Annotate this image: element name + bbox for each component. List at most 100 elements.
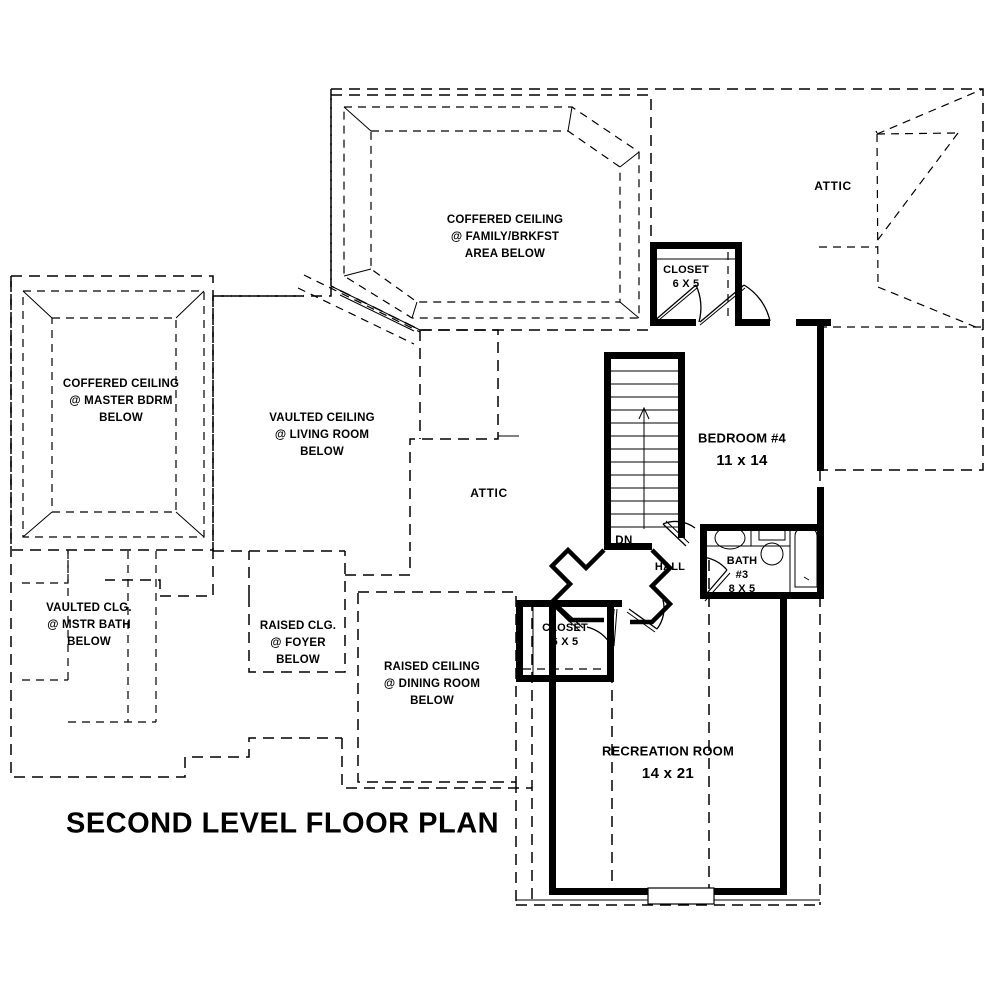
door-hall-left-leaf2 — [552, 605, 581, 632]
closet-dimensions-upper: 6 X 5 — [673, 278, 700, 290]
ceiling-note-raised-dining-line1: RAISED CEILING — [384, 661, 480, 673]
door-closet-upper-leaf-right — [699, 284, 745, 323]
rec-room-window — [647, 887, 715, 905]
ceiling-note-raised-dining-line2: @ DINING ROOM — [384, 678, 480, 690]
coffered-family-corner-diag-r1 — [619, 151, 640, 168]
ceiling-note-coffered-master-line2: @ MASTER BDRM — [69, 395, 172, 407]
door-closet-upper-leaf-left — [652, 284, 697, 323]
coffered-family-outer — [330, 94, 652, 331]
wall-stair-bottom — [604, 543, 652, 550]
ceiling-note-vaulted-living-line3: BELOW — [300, 446, 344, 458]
staircase: DN — [611, 357, 678, 547]
wall-closet-upper-top — [650, 242, 742, 249]
room-label-bedroom-4: BEDROOM #4 — [698, 430, 787, 445]
ceiling-note-coffered-family-line1: COFFERED CEILING — [447, 214, 563, 226]
bathtub-icon — [794, 527, 818, 588]
ceiling-note-vaulted-mstrbath-line3: BELOW — [67, 636, 111, 648]
attic-hip-diag-upper — [876, 88, 984, 135]
coffered-family-inner — [343, 106, 640, 319]
ceiling-note-raised-foyer-line2: @ FOYER — [270, 637, 326, 649]
wall-bath-left — [700, 524, 707, 599]
ceiling-note-vaulted-living-line1: VAULTED CEILING — [269, 412, 374, 424]
bath-label-line2: #3 — [736, 569, 749, 581]
bath-label-line1: BATH — [727, 555, 758, 567]
attic-ridge-diag — [876, 132, 959, 135]
ceiling-note-coffered-master-line1: COFFERED CEILING — [63, 378, 179, 390]
ceiling-note-raised-dining-line3: BELOW — [410, 695, 454, 707]
dining-outer-step2 — [345, 551, 411, 576]
ceiling-note-coffered-family-line2: @ FAMILY/BRKFST — [451, 231, 559, 243]
door-closet-upper-arc-left — [695, 284, 702, 323]
closet-label-upper: CLOSET — [663, 264, 709, 276]
structural-walls — [516, 242, 831, 905]
wall-closet-lower-left — [516, 600, 523, 682]
vanity-counter-icon — [758, 529, 786, 541]
wall-stair-left — [604, 352, 611, 550]
door-bedroom-leaf2 — [665, 520, 690, 544]
door-bath-arc — [701, 556, 728, 571]
door-rec-leaf — [628, 608, 658, 630]
door-closet-upper-leaf-right2 — [699, 287, 746, 326]
wall-stair-right — [678, 352, 685, 538]
wall-bedroom-right-lower — [817, 487, 824, 529]
dining-outer-step — [341, 738, 532, 789]
door-bedroom-leaf — [662, 523, 687, 547]
wall-rec-right — [780, 599, 787, 895]
door-swings — [552, 284, 771, 647]
coffered-family-corner-diag-l — [343, 268, 372, 277]
ceiling-note-raised-foyer-line1: RAISED CLG. — [260, 620, 336, 632]
attic-label-center: ATTIC — [470, 486, 507, 500]
attic-hip-diag-lower — [877, 286, 984, 331]
wall-right-stub — [817, 319, 831, 326]
wall-hall-outline — [548, 546, 606, 623]
bay-diagonal-inner — [339, 294, 415, 332]
closet-dimensions-lower: 6 X 5 — [552, 636, 579, 648]
attic-hip-line-right — [876, 133, 879, 288]
wall-bath-right — [817, 524, 824, 599]
door-closet-lower-leaf — [610, 608, 615, 646]
door-closet-upper-leaf-left2 — [652, 287, 698, 326]
plan-text-labels: COFFERED CEILING @ FAMILY/BRKFST AREA BE… — [46, 179, 851, 782]
coffered-family-corner-diag-tr — [567, 106, 573, 132]
coffered-family-corner-diag-tl — [343, 106, 372, 132]
wall-bedroom-right-upper — [817, 319, 824, 471]
bay-diagonal-outer — [330, 285, 421, 331]
page-title: SECOND LEVEL FLOOR PLAN — [66, 808, 499, 840]
door-closet-lower-arc — [586, 626, 612, 646]
master-corner-diag-tl — [22, 290, 53, 319]
attic-center-boundary-top — [409, 329, 499, 551]
door-bath-leaf — [701, 569, 728, 600]
door-closet-upper-arc-right — [743, 284, 771, 322]
stair-dn-label: DN — [615, 535, 632, 547]
bay-wall-extension2 — [297, 287, 415, 345]
attic-valley-diagonal — [875, 130, 878, 134]
ceiling-note-coffered-family-line3: AREA BELOW — [465, 248, 545, 260]
ceiling-note-coffered-master-line3: BELOW — [99, 412, 143, 424]
sink-basin-icon — [760, 542, 784, 566]
door-rec-arc — [656, 599, 665, 630]
door-bedroom-arc — [662, 520, 696, 529]
foyer-block-outline — [248, 551, 346, 673]
wall-bedroom-bottom — [700, 524, 824, 531]
bay-wall-extension — [303, 274, 421, 333]
coffered-family-corner-diag-bl — [411, 301, 418, 319]
master-corner-diag-tr — [175, 290, 205, 319]
outline-upper-left-perimeter — [213, 89, 332, 297]
toilet-icon — [714, 526, 746, 550]
coffered-family-corner-diag-br — [619, 301, 640, 319]
wall-bedroom-top — [796, 319, 824, 326]
door-rec-leaf2 — [626, 611, 656, 633]
room-label-recreation-room: RECREATION ROOM — [602, 743, 734, 758]
master-corner-diag-bl — [22, 511, 53, 538]
wall-stair-top — [604, 352, 685, 359]
mstr-bath-upper-notch — [22, 551, 69, 584]
wall-hall-top-segment — [742, 319, 770, 326]
door-hall-left-leaf — [555, 602, 584, 629]
bath-label-line3: 8 X 5 — [729, 583, 756, 595]
closet-label-lower: CLOSET — [542, 622, 588, 634]
wall-closet-lower-top — [516, 600, 622, 607]
attic-label-right: ATTIC — [814, 179, 851, 193]
room-dimensions-recreation-room: 14 x 21 — [642, 765, 694, 782]
